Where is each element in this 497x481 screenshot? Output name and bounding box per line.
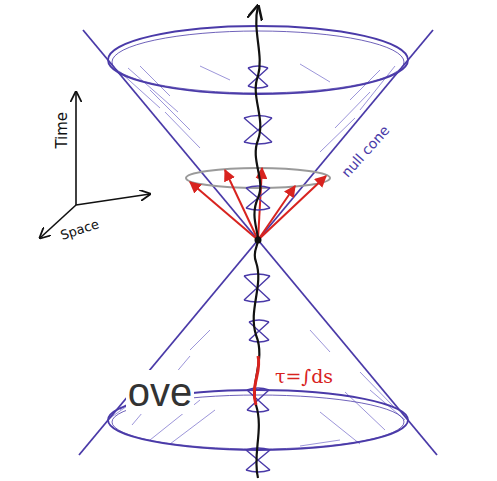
event-point	[255, 237, 262, 244]
cone-label: null cone	[338, 122, 395, 183]
axis-label: Time	[54, 110, 71, 151]
axes	[40, 92, 150, 238]
cone-hatching	[110, 64, 405, 446]
proper-time-segment	[254, 356, 259, 405]
null-vectors	[190, 168, 326, 240]
proper-time-label: τ=∫ds	[273, 366, 335, 387]
axis-label: Space	[57, 216, 103, 243]
future-light-cone	[83, 26, 433, 240]
slide-text-fragment: ove	[126, 370, 195, 414]
